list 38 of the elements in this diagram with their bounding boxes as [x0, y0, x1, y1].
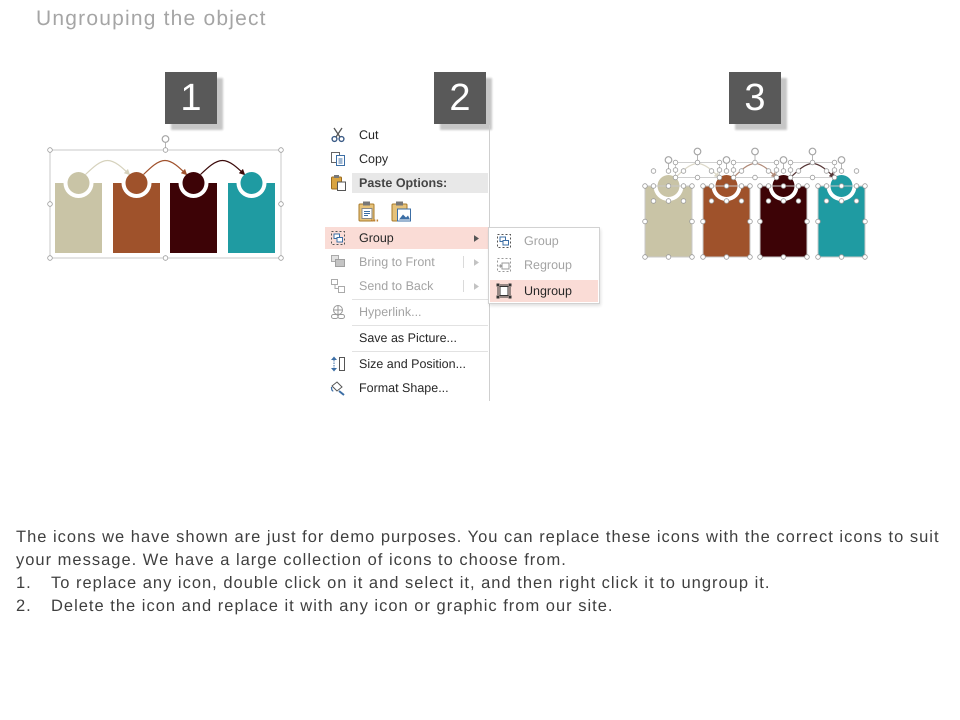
tab-shape	[645, 175, 692, 257]
tab-shape	[760, 175, 807, 257]
menu-item: Regroup	[496, 255, 572, 275]
tab-shape	[113, 172, 160, 253]
menu-item: Cut	[330, 125, 378, 145]
tab-shape	[703, 175, 750, 257]
tab-shape	[818, 175, 865, 257]
menu-item: Bring to Front	[330, 252, 435, 272]
menu-item: Ungroup	[490, 280, 598, 302]
curved-arrow	[200, 160, 246, 176]
step-number-tile: 2	[434, 72, 486, 124]
list-item-text: To replace any icon, double click on it and select it, and then right click it to ungroup it.	[51, 573, 772, 594]
list-item-text: Delete the icon and replace it with any icon or graphic from our site.	[51, 596, 615, 617]
menu-item: Send to Back	[330, 276, 434, 296]
body-text: The icons we have shown are just for demo purposes. You can replace these icons with the correct icons to suit your message. We have a large collection of icons to choose from.	[16, 527, 941, 571]
submenu-panel	[488, 227, 600, 304]
curved-arrow	[675, 162, 720, 178]
curved-arrow	[143, 160, 188, 176]
list-number: 2.	[16, 596, 32, 617]
slide-title: Ungrouping the object	[36, 7, 267, 31]
tab-shape	[170, 172, 217, 253]
menu-item: Group	[325, 227, 490, 249]
context-menu	[322, 125, 490, 401]
list-number: 1.	[16, 573, 32, 594]
menu-item: Group	[496, 231, 559, 251]
tab-shape	[228, 172, 275, 253]
curved-arrow	[790, 162, 836, 178]
menu-item: Format Shape...	[330, 378, 449, 398]
menu-item: Size and Position...	[330, 354, 466, 374]
curved-arrow	[733, 162, 778, 178]
menu-item: Save as Picture...	[359, 330, 457, 347]
tab-shape	[55, 172, 102, 253]
menu-section-header: Paste Options:	[352, 173, 488, 193]
step-number-tile: 3	[729, 72, 781, 124]
menu-item: Hyperlink...	[330, 302, 422, 322]
curved-arrow	[85, 160, 130, 176]
menu-item: Copy	[330, 149, 388, 169]
step-number-tile: 1	[165, 72, 217, 124]
